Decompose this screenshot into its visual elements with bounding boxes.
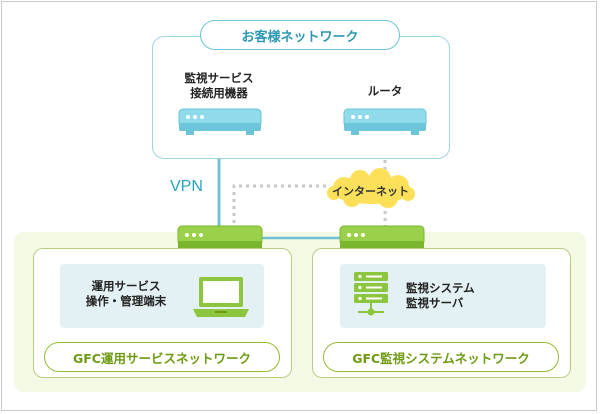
internet-label: インターネット	[332, 185, 409, 198]
router-label: ルータ	[367, 84, 403, 98]
customer-network-box	[152, 36, 450, 159]
monitoring-device-label: 監視サービス 接続用機器	[184, 71, 254, 100]
internet-dotted-line	[232, 184, 326, 226]
laptop-icon	[193, 277, 249, 317]
cloud-icon	[327, 168, 415, 208]
customer-network-title: お客様ネットワーク	[200, 20, 400, 50]
terminal-label: 運用サービス 操作・管理端末	[85, 279, 167, 308]
network-device-icon	[178, 108, 262, 135]
router-icon	[343, 108, 427, 135]
server-label: 監視システム 監視サーバ	[406, 281, 475, 310]
gfc-operations-network-title: GFC運用サービスネットワーク	[44, 342, 280, 372]
switch-icon	[177, 225, 263, 254]
vpn-label: VPN	[170, 178, 203, 195]
server-icon	[354, 272, 388, 316]
gfc-monitoring-network-title: GFC監視システムネットワーク	[323, 342, 559, 372]
